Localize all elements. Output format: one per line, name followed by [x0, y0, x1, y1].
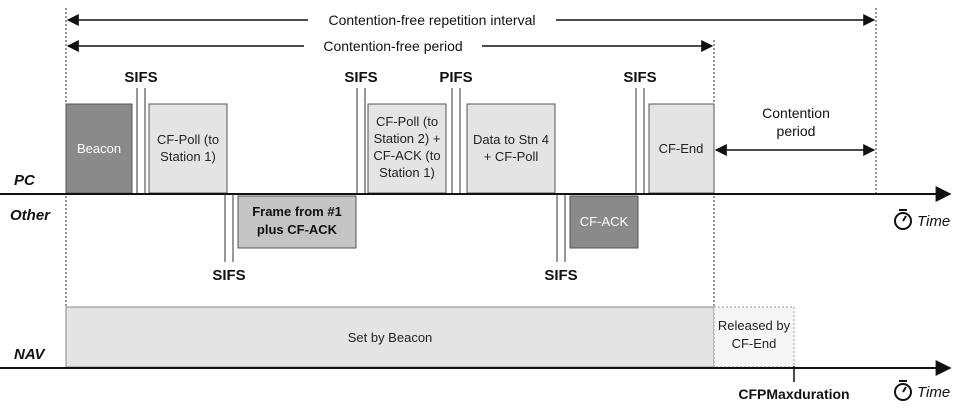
cf-poll-station2-label-line3: CF-ACK (to	[373, 148, 440, 163]
released-by-cf-end-bar: Released by CF-End	[713, 306, 795, 368]
set-by-beacon-label: Set by Beacon	[348, 330, 433, 345]
sifs-label-3: SIFS	[623, 69, 656, 86]
other-row-label: Other	[10, 207, 51, 224]
cf-ack-frame-label: CF-ACK	[580, 214, 629, 229]
frame-from-1-label-line1: Frame from #1	[252, 204, 342, 219]
data-to-stn4-frame: Data to Stn 4 + CF-Poll	[466, 103, 556, 194]
sifs-marker-3: SIFS	[623, 69, 657, 193]
cf-poll-station2-label-line4: Station 1)	[379, 165, 435, 180]
cf-poll-station2-label-line1: CF-Poll (to	[376, 114, 438, 129]
sifs-label-1: SIFS	[124, 69, 157, 86]
beacon-frame-label: Beacon	[77, 141, 121, 156]
cfp-maxduration-label: CFPMaxduration	[738, 386, 849, 402]
sifs-label-2: SIFS	[344, 69, 377, 86]
released-label-line2: CF-End	[732, 336, 777, 351]
cf-poll-station1-label-line2: Station 1)	[160, 149, 216, 164]
sifs-label-4: SIFS	[212, 267, 245, 284]
data-to-stn4-label-line2: + CF-Poll	[484, 149, 539, 164]
cf-end-frame: CF-End	[648, 103, 715, 194]
sifs-marker-4: SIFS	[212, 194, 246, 284]
frame-from-1-label-line2: plus CF-ACK	[257, 222, 338, 237]
contention-period-label-line2: period	[777, 123, 816, 139]
beacon-frame: Beacon	[65, 103, 133, 194]
sifs-marker-2: SIFS	[344, 69, 378, 193]
contention-period-arrow: Contention period	[714, 105, 876, 156]
cf-poll-station1-label-line1: CF-Poll (to	[157, 132, 219, 147]
sifs-marker-5: SIFS	[544, 194, 578, 284]
frame-from-1-frame: Frame from #1 plus CF-ACK	[237, 195, 357, 249]
contention-period-label-line1: Contention	[762, 105, 830, 121]
sifs-label-5: SIFS	[544, 267, 577, 284]
cf-poll-station2-label-line2: Station 2) +	[374, 131, 441, 146]
pc-row-label: PC	[14, 172, 36, 189]
cf-ack-frame: CF-ACK	[569, 195, 639, 249]
stopwatch-icon-1	[894, 209, 912, 230]
time-label-1: Time	[917, 213, 950, 230]
contention-free-period-label: Contention-free period	[323, 38, 462, 54]
repetition-interval-label: Contention-free repetition interval	[328, 12, 535, 28]
sifs-marker-1: SIFS	[124, 69, 158, 193]
data-to-stn4-label-line1: Data to Stn 4	[473, 132, 549, 147]
pifs-marker: PIFS	[439, 69, 473, 193]
repetition-interval-arrow: Contention-free repetition interval	[66, 12, 876, 28]
released-label-line1: Released by	[718, 318, 791, 333]
nav-row-label: NAV	[14, 346, 47, 363]
pifs-label: PIFS	[439, 69, 472, 86]
contention-free-period-arrow: Contention-free period	[66, 38, 714, 54]
cf-end-frame-label: CF-End	[659, 141, 704, 156]
stopwatch-icon-2	[894, 380, 912, 401]
time-label-2: Time	[917, 384, 950, 401]
cf-poll-station2-frame: CF-Poll (to Station 2) + CF-ACK (to Stat…	[367, 103, 447, 194]
set-by-beacon-bar: Set by Beacon	[65, 306, 715, 368]
cf-poll-station1-frame: CF-Poll (to Station 1)	[148, 103, 228, 194]
